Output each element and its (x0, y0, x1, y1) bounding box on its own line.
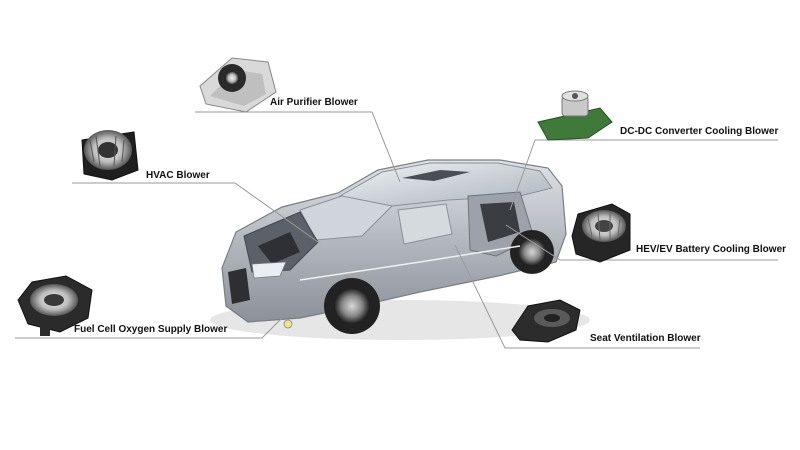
battery-blower-image (571, 203, 631, 263)
label-air-purifier-blower: Air Purifier Blower (270, 97, 358, 108)
engine-block (258, 232, 300, 264)
front-grille (228, 268, 250, 304)
car-illustration (210, 159, 590, 340)
leader-seat (454, 244, 700, 349)
air-purifier-blower-image (199, 57, 277, 113)
hvac-blower-image (81, 130, 139, 181)
leader-battery (505, 224, 778, 261)
label-dcdc-converter-blower: DC-DC Converter Cooling Blower (620, 126, 779, 137)
side-window (397, 203, 453, 245)
leader-hvac (72, 182, 319, 243)
sunroof (402, 170, 470, 181)
dcdc-blower-image (537, 90, 613, 141)
seat-ventilation-blower-image (511, 299, 581, 343)
label-battery-cooling-blower: HEV/EV Battery Cooling Blower (636, 244, 787, 255)
headlight (251, 261, 287, 279)
leader-air-purifier (195, 111, 401, 183)
rear-wheel-rim (518, 238, 546, 266)
fuel-cell-blower-image (17, 275, 93, 336)
body-highlight (299, 245, 521, 281)
leader-lines (15, 111, 778, 349)
label-hvac-blower: HVAC Blower (146, 170, 210, 181)
rear-seat (480, 202, 520, 242)
front-wheel-rim (334, 288, 370, 324)
fog-light (283, 319, 293, 329)
label-seat-ventilation-blower: Seat Ventilation Blower (590, 333, 701, 344)
label-fuel-cell-blower: Fuel Cell Oxygen Supply Blower (74, 324, 228, 335)
leader-dcdc (509, 139, 778, 211)
leader-fuel-cell (15, 317, 283, 339)
